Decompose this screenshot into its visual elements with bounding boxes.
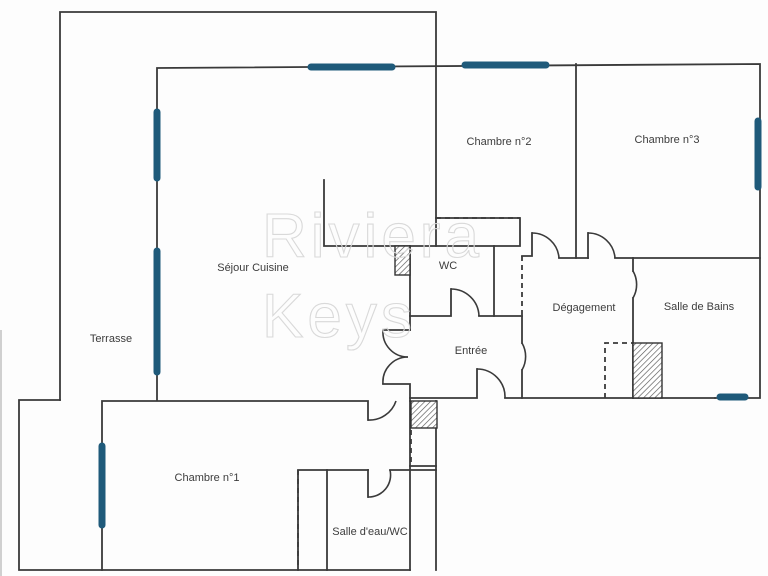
room-label-wc: WC bbox=[438, 260, 458, 272]
room-label-chambre-2: Chambre n°2 bbox=[466, 136, 532, 148]
bedroom-1-walls bbox=[101, 400, 437, 571]
watermark-line-1: Riviera bbox=[261, 202, 483, 271]
room-label-salle-eau: Salle d'eau/WC bbox=[332, 526, 408, 538]
hallway-bath-walls bbox=[521, 232, 761, 399]
kitchen-partition bbox=[323, 179, 521, 247]
windows bbox=[98, 61, 762, 529]
room-label-terrasse: Terrasse bbox=[89, 333, 133, 345]
room-label-sejour: Séjour Cuisine bbox=[217, 262, 289, 274]
duct-bath bbox=[632, 342, 663, 399]
terrace-outline bbox=[18, 11, 437, 571]
room-label-degagement: Dégagement bbox=[552, 302, 616, 314]
duct-entry bbox=[410, 400, 438, 429]
room-label-salle-de-bains: Salle de Bains bbox=[663, 301, 735, 313]
watermark-line-2: Keys bbox=[261, 282, 416, 351]
room-label-entree: Entrée bbox=[454, 345, 488, 357]
duct-kitchen bbox=[394, 245, 411, 276]
room-label-chambre-1: Chambre n°1 bbox=[174, 472, 240, 484]
room-label-chambre-3: Chambre n°3 bbox=[634, 134, 700, 146]
image-edge-line bbox=[0, 330, 2, 576]
